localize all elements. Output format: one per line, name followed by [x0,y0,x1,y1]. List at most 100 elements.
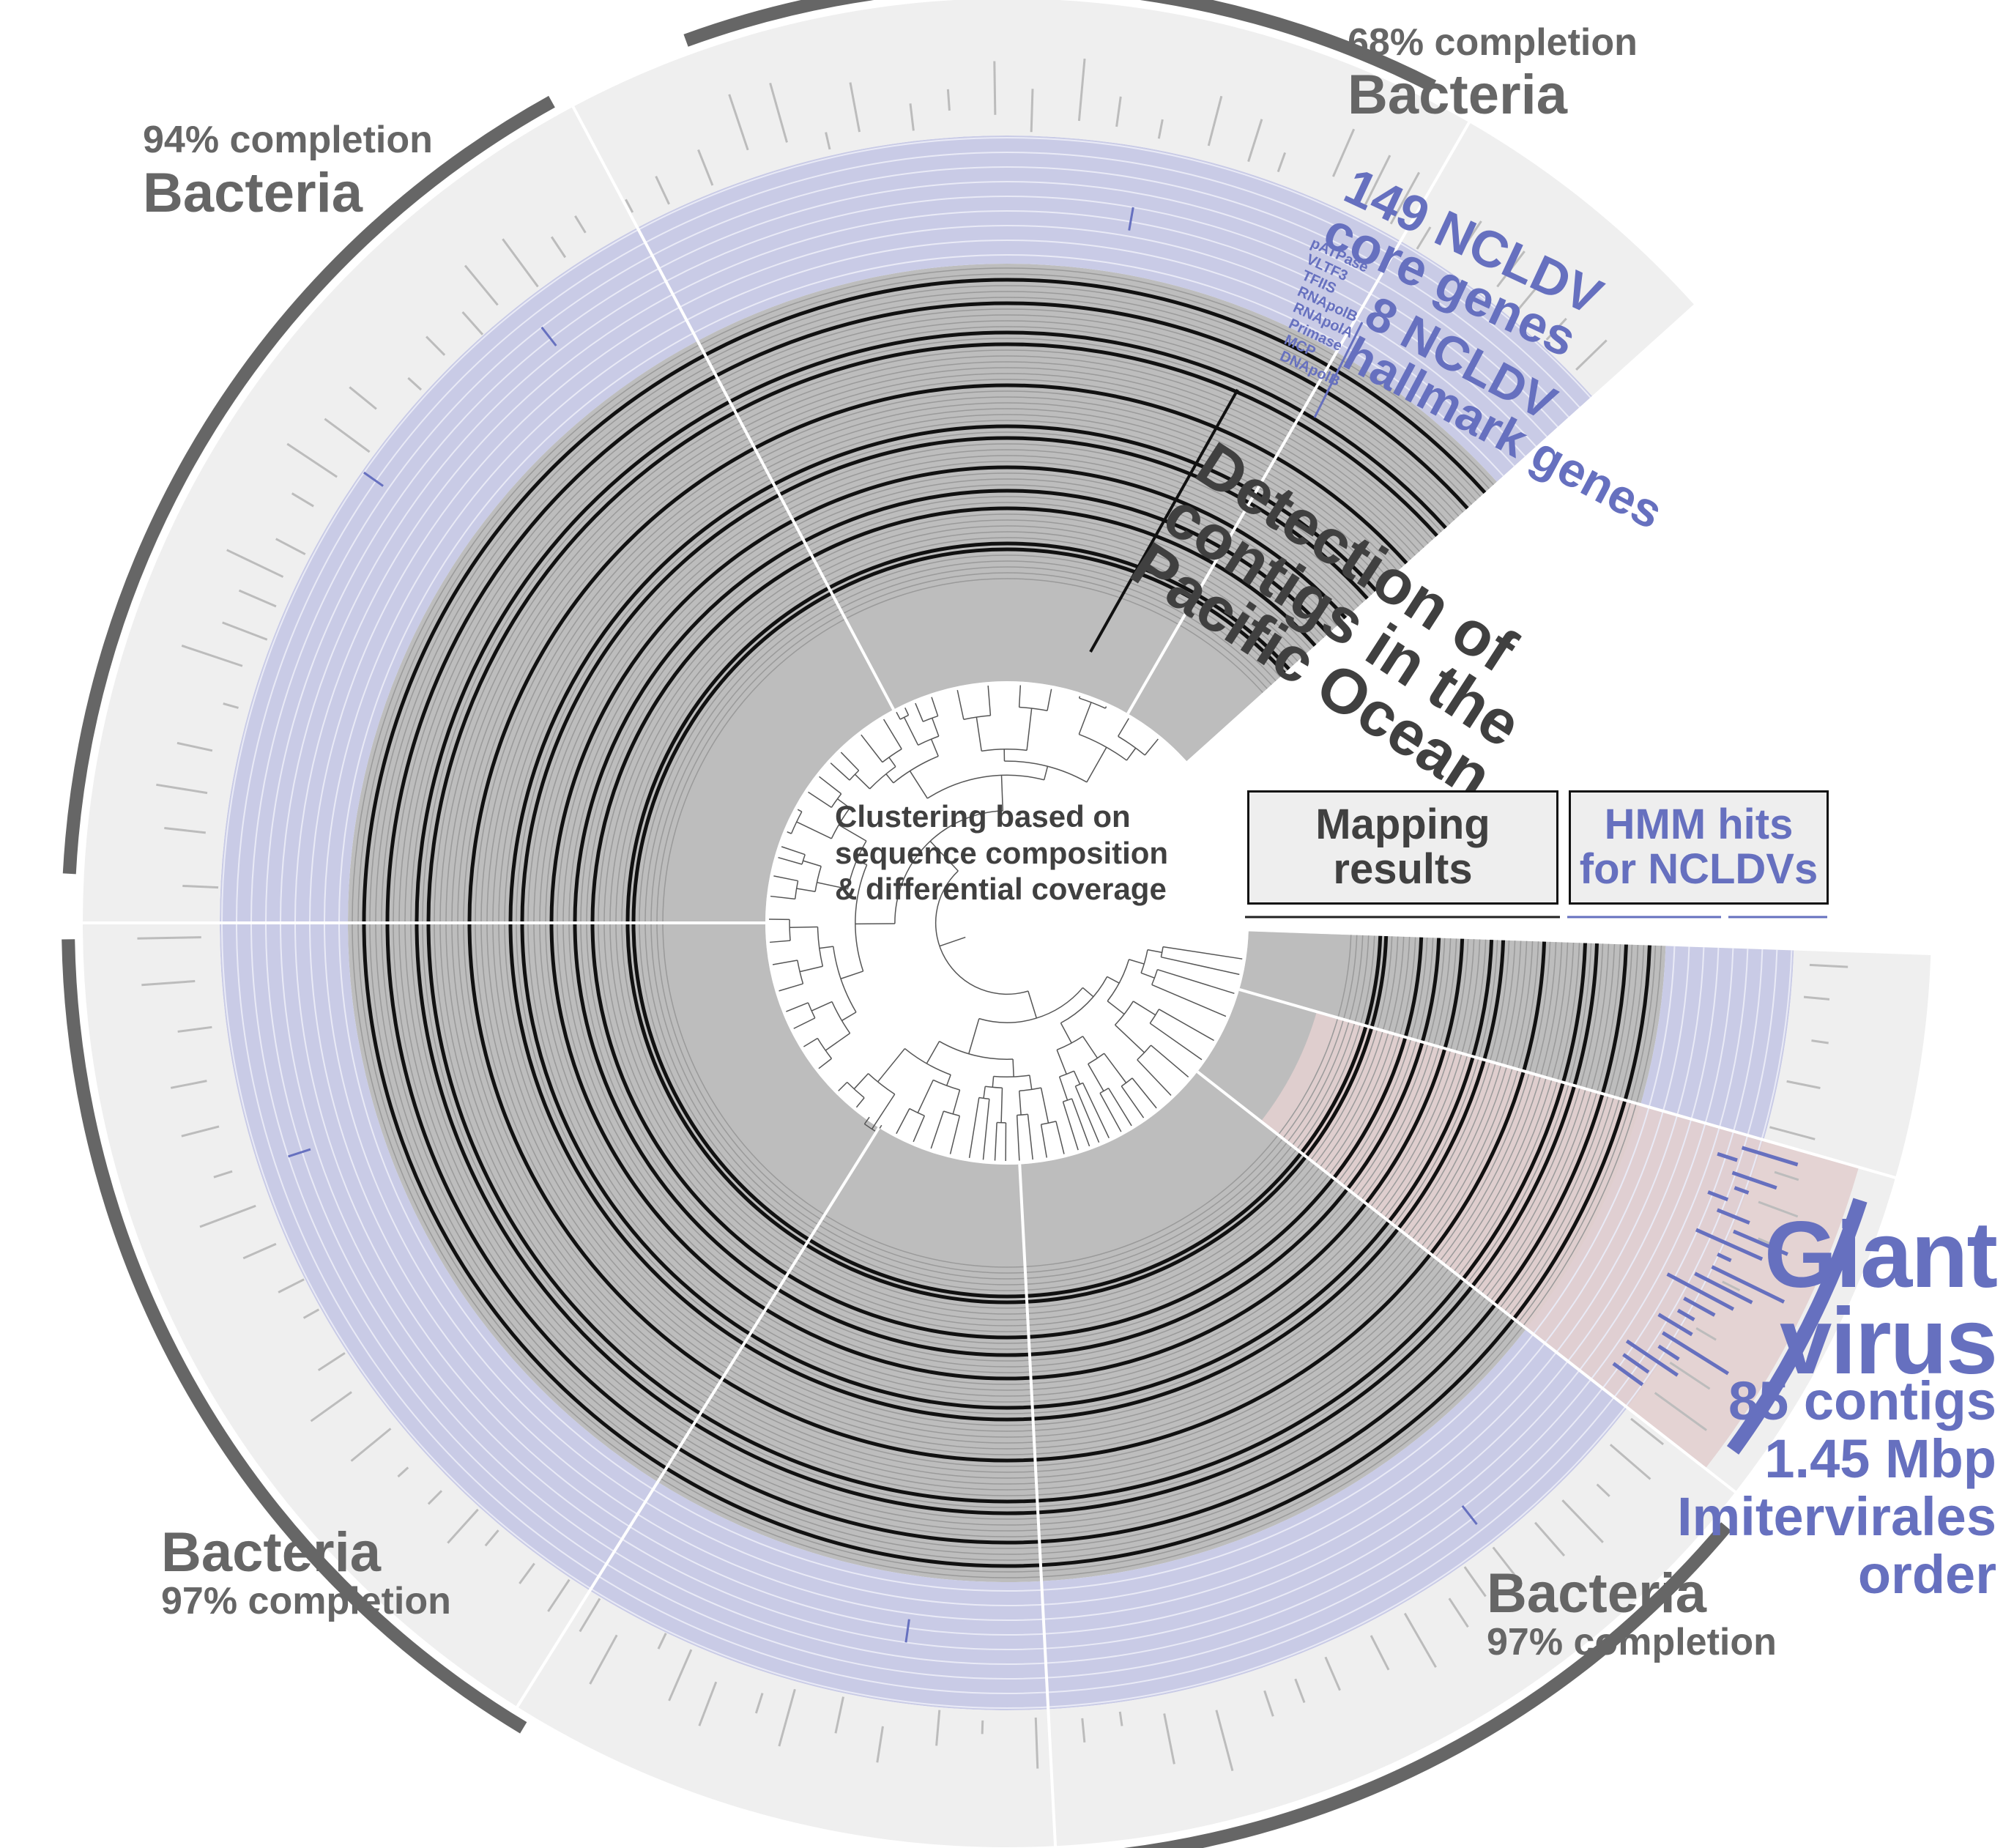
bin-arc [62,939,527,1734]
giant-virus-taxon-1: Imitervirales [1676,1486,1996,1547]
dendrogram-leaf [1159,1009,1214,1042]
mapping-sample-ring [398,314,1616,1532]
dendrogram-leaf [786,1002,809,1012]
outer-ring-tick [502,238,539,288]
giant-virus-hmm-tick [1717,1151,1738,1162]
dendrogram-leaf [982,1099,990,1160]
dendrogram-leaf [1137,1059,1172,1096]
mapping-sample-ring [573,489,1441,1357]
outer-ring-tick [1363,155,1391,207]
giant-virus-hmm-tick [1694,1272,1753,1305]
mapping-sample-ring [369,285,1645,1561]
outer-ring-tick [427,1490,443,1505]
dendrogram-branch [801,854,806,865]
outer-ring-tick [226,549,284,578]
dendrogram-leaf [1157,968,1235,995]
dendrogram-stem [1078,702,1092,735]
dendrogram-leaf [896,1108,910,1135]
outer-ring-tick [876,1726,884,1763]
dendrogram-branch [1079,733,1127,761]
dendrogram-stem [1086,746,1107,783]
dendrogram-leaf [1149,1023,1203,1061]
mapping-ring-band [347,263,1666,1583]
clustering-line1: Clustering based on [835,799,1131,834]
outer-ring-tick [1247,119,1263,163]
giant-virus-hmm-tick [1661,1331,1730,1376]
outer-ring-tick [426,335,446,356]
giant-virus-hmm-tick [1731,1170,1777,1190]
dendrogram-branch [1017,1113,1028,1116]
dendrogram-leaf [1047,689,1052,711]
dendrogram-stem [1082,987,1094,998]
mapping-sample-ring [590,506,1424,1340]
mapping-sample-ring [562,478,1452,1368]
outer-ring-tick [1263,1690,1274,1717]
mapping-sample-ring [549,465,1465,1381]
dendrogram-stem [1018,1091,1022,1116]
dendrogram-branch [899,714,909,720]
outer-ring-tick [1277,152,1287,173]
giant-virus-taxon-2: order [1857,1544,1996,1605]
dendrogram-leaf [779,983,803,992]
dendrogram-leaf [863,1116,870,1124]
dendrogram-stem [1058,1076,1069,1101]
outer-ring-tick [156,783,208,795]
outer-ring-tick [461,311,484,335]
outer-ring-tick [464,264,499,306]
dendrogram-branch [847,840,867,889]
clustering-line3: & differential coverage [835,872,1167,907]
giant-virus-hmm-tick [1657,1313,1693,1337]
mapping-sample-ring [603,519,1411,1326]
outer-ring-tick [1463,220,1482,248]
dendrogram-leaf [1071,1098,1090,1147]
dendrogram-branch [868,1073,896,1095]
dendrogram-leaf [861,734,883,763]
giant-virus-hmm-tick [1695,1228,1764,1261]
outer-ring-tick [825,132,831,150]
outer-ring-tick [1758,1237,1774,1246]
dendrogram-branch [893,755,939,784]
outer-ring-tick [222,621,268,641]
outer-ring-tick [213,1170,233,1179]
mapping-sample-ring [467,383,1547,1463]
dendrogram-leaf [808,791,832,808]
dendrogram-stem [877,1048,906,1083]
dendrogram-leaf [778,856,803,865]
outer-ring-tick [302,1308,320,1319]
dendrogram-branch [934,870,1029,995]
hmm-hit-mark [1128,207,1134,231]
mapping-sample-ring [486,402,1528,1444]
outer-ring-tick [1492,1546,1523,1585]
hmm-sample-ring [294,210,1720,1636]
bin-separator [1238,988,1898,1180]
outer-ring-tick [981,1720,984,1734]
outer-ring-tick [1695,1327,1717,1341]
outer-ring-tick [447,1508,479,1544]
hmm-sample-ring [221,137,1793,1709]
dendrogram-leaf [770,895,795,900]
dendrogram-leaf [772,960,798,965]
giant-virus-hmm-tick [1707,1190,1729,1202]
center-disc [765,681,1249,1165]
dendrogram-leaf [1018,685,1022,708]
dendrogram-stem [929,840,959,872]
outer-ring-tick [698,1681,718,1726]
outer-ring-tick [1811,1039,1829,1044]
outer-ring-tick [547,1578,571,1612]
mapping-sample-ring [381,297,1633,1549]
dendrogram-stem [1104,1053,1127,1083]
dendrogram-branch [790,811,803,834]
outer-ring-tick [1654,1392,1707,1431]
mapping-sample-ring [631,547,1383,1299]
dendrogram-stem [856,860,867,866]
mapping-sample-ring [598,513,1416,1332]
dendrogram-leaf [956,689,965,720]
dendrogram-branch [1019,1087,1041,1092]
outer-ring-tick [317,1352,346,1372]
giant-virus-hmm-tick [1716,1208,1750,1225]
outer-ring-tick [849,82,861,133]
outer-ring-tick [286,442,338,478]
dendrogram-branch [978,1096,989,1100]
outer-ring-tick [1215,1710,1234,1771]
